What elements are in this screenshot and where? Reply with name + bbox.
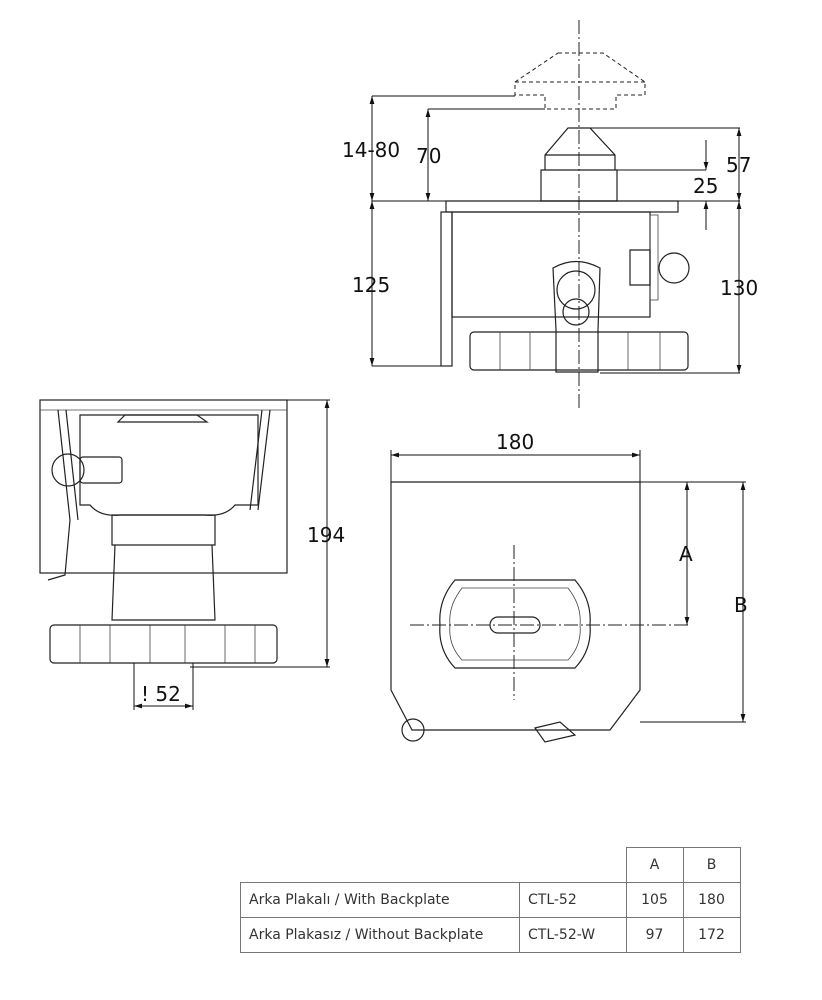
front-housing [390,481,641,731]
label-52: ! 52 [141,682,181,706]
side-guide [249,409,271,511]
side-inner-top [116,414,209,423]
label-194: 194 [307,523,345,547]
row-b: 180 [682,882,741,918]
side-wheel-ribs [79,625,256,663]
latch-block [629,249,651,286]
label-130: 130 [720,276,758,300]
model-table: A B Arka Plakalı / With Backplate CTL-52… [240,847,741,953]
label-57: 57 [726,153,751,177]
label-180: 180 [496,430,534,454]
row-code: CTL-52 [519,882,627,918]
front-knob-inner [449,587,581,661]
label-b: B [734,593,748,617]
eye-slot [562,298,590,326]
side-extension-lines [133,399,330,710]
row-a: 97 [625,917,684,953]
row-code: CTL-52-W [519,917,627,953]
side-view: 194 ! 52 [39,399,345,710]
technical-drawing: 14-80 70 57 25 125 130 194 ! 52 [39,20,758,743]
side-column [111,514,216,621]
side-rail [649,214,659,301]
wheel-ribs [499,332,661,370]
label-125: 125 [352,273,390,297]
row-a: 105 [625,882,684,918]
label-70: 70 [416,144,441,168]
front-extension-lines [390,450,746,723]
ghost-knob-raised [514,52,646,110]
housing [451,211,651,318]
front-view: 180 A B [390,430,748,743]
back-plate [440,211,453,367]
top-view: 14-80 70 57 25 125 130 [342,20,758,410]
side-lever [47,409,79,581]
extension-lines [372,95,740,374]
front-latch-lever [533,721,577,743]
hand-wheel [469,331,689,371]
table-row: Arka Plakalı / With Backplate CTL-52 105… [240,882,741,918]
table-row: Arka Plakasız / Without Backplate CTL-52… [240,917,741,953]
front-latch-knob [401,718,425,742]
row-description: Arka Plakasız / Without Backplate [240,917,520,953]
side-latch-knob [51,453,85,487]
top-plate [445,200,679,213]
side-inner-box [79,414,259,516]
side-hand-wheel [49,624,278,664]
latch-pin-icon [658,252,690,284]
table-header-row: A B [241,847,741,883]
side-latch-bolt [79,456,123,484]
header-a: A [625,847,684,883]
eye-hole [556,270,596,310]
row-description: Arka Plakalı / With Backplate [240,882,520,918]
side-housing [39,399,288,574]
label-25: 25 [693,174,718,198]
label-a: A [679,542,693,566]
label-14-80: 14-80 [342,138,400,162]
eye-bolt [552,260,601,373]
row-b: 172 [682,917,741,953]
front-knob [439,579,591,669]
header-b: B [682,847,741,883]
